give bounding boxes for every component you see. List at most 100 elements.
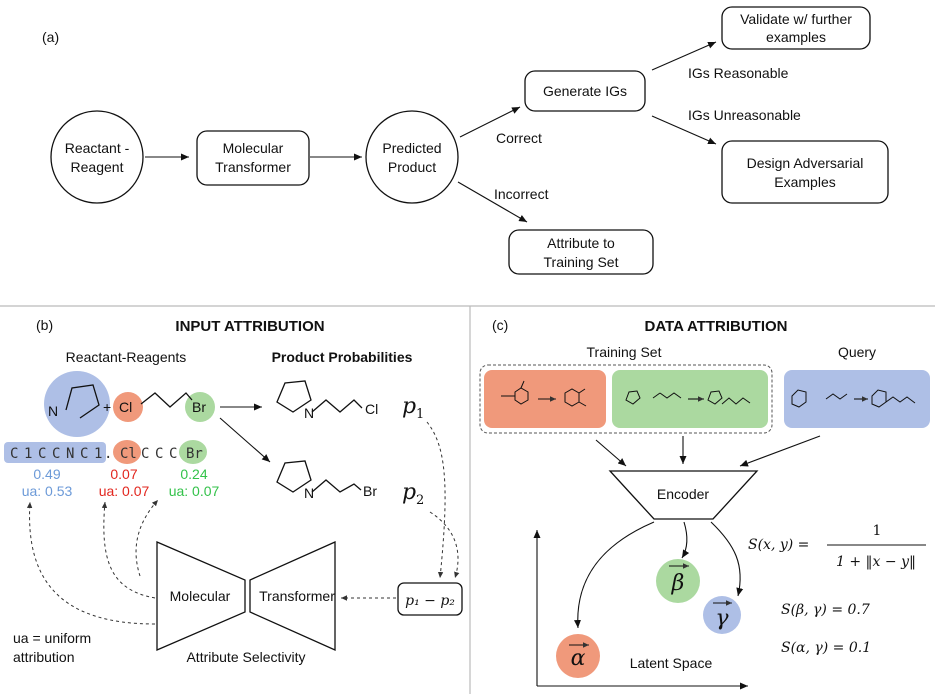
pred-label-1: Predicted (382, 140, 441, 156)
plus-sign: + (103, 399, 111, 415)
vector-alpha: α (556, 634, 600, 678)
edge-unreasonable: IGs Unreasonable (688, 107, 801, 123)
attribute-selectivity-caption: Attribute Selectivity (186, 649, 305, 665)
node-molecular-transformer: Molecular Transformer (196, 130, 310, 186)
encoder: Encoder (608, 470, 759, 520)
p2-label: p 2 (402, 480, 424, 508)
attr-green-ua: ua: 0.07 (169, 483, 220, 499)
similarity-formula: S(x, y) = 1 1 + ‖x − y‖ (748, 523, 926, 570)
formula-denominator: 1 + ‖x − y‖ (836, 554, 916, 570)
panel-a-label: (a) (42, 29, 59, 45)
arrow-query-to-encoder (739, 435, 821, 467)
svg-text:p: p (402, 394, 416, 419)
svg-text:β: β (671, 571, 685, 596)
arrow-unreasonable (651, 115, 717, 145)
smiles-token: N (66, 446, 74, 462)
atom-cl: Cl (119, 399, 132, 415)
svg-text:γ: γ (715, 606, 729, 631)
svg-text:p: p (402, 480, 416, 505)
arrow-incorrect (457, 181, 528, 223)
dash-model-to-red (101, 501, 156, 599)
product-1-atom-n: N (304, 405, 314, 421)
arrow-to-product-2 (219, 417, 271, 463)
ua-note-1: ua = uniform (13, 630, 91, 646)
formula-numerator: 1 (873, 523, 882, 539)
smiles-blue-highlight (4, 442, 106, 463)
edge-incorrect: Incorrect (494, 186, 549, 202)
product-2-atom-br: Br (363, 483, 377, 499)
attr-blue-value: 0.49 (33, 466, 60, 482)
validate-label-1: Validate w/ further (740, 11, 852, 27)
node-attribute-training-set: Attribute to Training Set (508, 229, 654, 275)
training-example-green (612, 370, 768, 428)
generate-label: Generate IGs (543, 83, 627, 99)
formula-lhs: S(x, y) = (748, 537, 809, 553)
molecular-transformer-model: Molecular Transformer (156, 540, 336, 652)
mt-label-2: Transformer (215, 159, 291, 175)
attribute-label-2: Training Set (544, 254, 619, 270)
smiles-token: C (169, 446, 177, 462)
atom-n: N (48, 403, 58, 419)
similarity-alpha-gamma: S(α, γ) = 0.1 (781, 640, 871, 656)
validate-label-2: examples (766, 29, 826, 45)
pred-label-2: Product (388, 159, 436, 175)
chloropropyl-bromide-molecule: Cl Br (113, 392, 215, 422)
node-predicted-product: Predicted Product (365, 110, 459, 204)
panel-a: (a) Reactant - Reagent Molecular Transfo… (42, 6, 889, 275)
smiles-token: . (104, 446, 112, 462)
p1-label: p 1 (402, 394, 424, 422)
arrow-reasonable (651, 41, 717, 71)
smiles-token: Br (186, 446, 203, 462)
atom-br: Br (192, 399, 206, 415)
products-header: Product Probabilities (272, 349, 413, 365)
reactants-header: Reactant-Reagents (66, 349, 187, 365)
latent-space-label: Latent Space (630, 655, 713, 671)
training-set-container (479, 364, 773, 434)
dash-model-to-green (135, 499, 159, 577)
arrow-encoder-to-gamma (710, 521, 744, 597)
cl-highlight (113, 392, 143, 422)
smiles-green-highlight (179, 440, 207, 464)
product-2-atom-n: N (304, 485, 314, 501)
attr-red-value: 0.07 (110, 466, 137, 482)
query-example (784, 370, 930, 428)
attr-green-value: 0.24 (180, 466, 207, 482)
svg-text:2: 2 (416, 493, 424, 508)
smiles-token: C (38, 446, 46, 462)
smiles-token: C (155, 446, 163, 462)
svg-text:1: 1 (416, 407, 424, 422)
panel-c-label: (c) (492, 317, 508, 333)
pyrrolidine-molecule: N (44, 371, 110, 437)
svg-text:p₁ − p₂: p₁ − p₂ (405, 593, 455, 609)
vector-gamma: γ (703, 596, 741, 634)
similarity-beta-gamma: S(β, γ) = 0.7 (781, 602, 870, 618)
panel-b-label: (b) (36, 317, 53, 333)
br-highlight (185, 392, 215, 422)
mt-label-1: Molecular (223, 140, 284, 156)
model-left-label: Molecular (170, 588, 231, 604)
product-2-molecule: N Br (276, 460, 377, 501)
edge-correct: Correct (496, 130, 542, 146)
node-design-adversarial: Design Adversarial Examples (721, 140, 889, 204)
smiles-token: 1 (94, 446, 102, 462)
product-1-molecule: N Cl (276, 380, 378, 421)
dash-model-to-blue (26, 501, 156, 625)
design-label-1: Design Adversarial (747, 155, 864, 171)
smiles-red-highlight (113, 440, 141, 464)
smiles-token: C (141, 446, 149, 462)
training-example-red (484, 370, 606, 428)
reactant-label-1: Reactant - (65, 140, 130, 156)
attr-blue-ua: ua: 0.53 (22, 483, 73, 499)
smiles-token: C (10, 446, 18, 462)
edge-reasonable: IGs Reasonable (688, 65, 789, 81)
dash-p1-to-diff (426, 421, 446, 579)
smiles-token: C (80, 446, 88, 462)
attribute-label-1: Attribute to (547, 235, 615, 251)
model-right-label: Transformer (259, 588, 335, 604)
product-1-atom-cl: Cl (365, 401, 378, 417)
node-validate: Validate w/ further examples (721, 6, 871, 50)
encoder-label: Encoder (657, 486, 709, 502)
node-generate-igs: Generate IGs (524, 70, 646, 112)
panel-b-title: INPUT ATTRIBUTION (175, 318, 324, 335)
reactant-label-2: Reagent (71, 159, 124, 175)
